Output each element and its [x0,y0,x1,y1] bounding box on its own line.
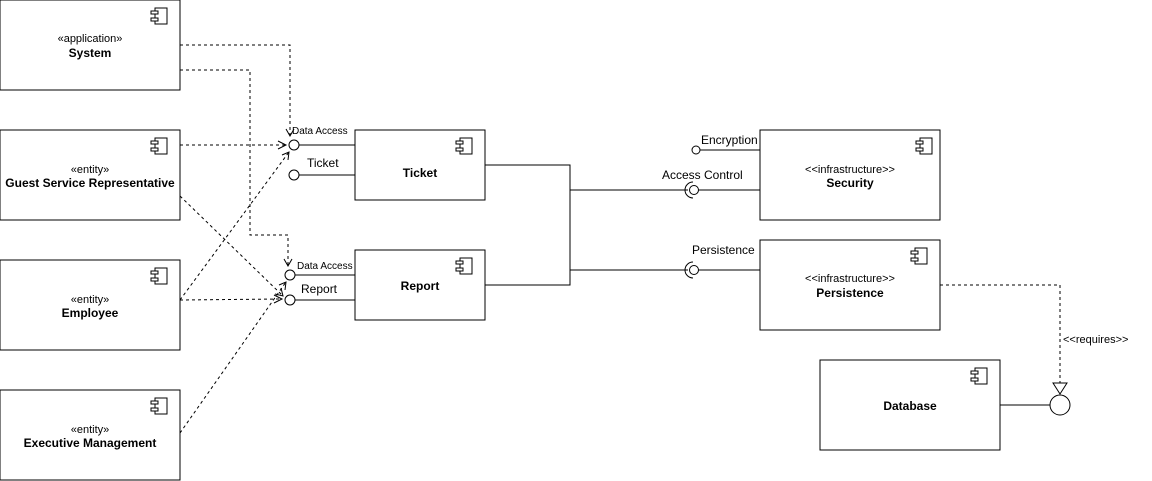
access-control-socket-icon [684,181,694,199]
ticket-ticket-interface-icon [288,169,300,181]
exec-to-report-data-access [179,281,287,434]
employee-to-report [179,298,282,301]
security-component[interactable]: <<infrastructure>> Security [759,129,941,221]
database-component[interactable]: Database [819,359,1001,451]
exec-stereotype: «entity» [71,424,110,436]
ticket-data-access-label: Data Access [292,126,348,137]
persistence-name: Persistence [816,286,884,300]
employee-name: Employee [62,306,119,320]
persistence-to-database-requires [940,284,1061,383]
encryption-label: Encryption [701,133,758,147]
requires-label: <<requires>> [1063,334,1128,346]
employee-component[interactable]: «entity» Employee [0,259,181,351]
exec-name: Executive Management [24,436,157,450]
persistence-port-label: Persistence [692,243,755,257]
employee-to-ticket-data-access [179,151,290,301]
report-name: Report [401,279,440,293]
database-name: Database [883,399,937,413]
encryption-interface-icon [691,145,701,155]
security-name: Security [826,176,874,190]
persistence-component[interactable]: <<infrastructure>> Persistence [759,239,941,331]
security-stereotype: <<infrastructure>> [805,164,895,176]
system-to-report-data-access [180,69,289,266]
ticket-component[interactable]: Ticket [354,129,486,201]
persistence-stereotype: <<infrastructure>> [805,273,895,285]
report-link [485,165,571,286]
gsr-stereotype: «entity» [71,164,110,176]
ticket-name: Ticket [403,166,437,180]
report-report-interface-icon [284,294,296,306]
system-name: System [69,46,112,60]
system-to-ticket-data-access [180,44,291,136]
access-control-label: Access Control [662,168,743,182]
report-data-access-interface-icon [284,269,296,281]
executive-management-component[interactable]: «entity» Executive Management [0,389,181,481]
report-component[interactable]: Report [354,249,486,321]
guest-service-representative-component[interactable]: «entity» Guest Service Representative [0,129,181,221]
ticket-data-access-interface-icon [288,139,300,151]
persistence-interface-icon [689,265,699,275]
ticket-ticket-label: Ticket [307,156,339,170]
system-component[interactable]: «application» System [0,0,181,91]
employee-stereotype: «entity» [71,294,110,306]
database-interface-icon [1049,394,1071,416]
access-control-interface-icon [689,185,699,195]
system-stereotype: «application» [58,33,123,45]
report-data-access-label: Data Access [297,261,353,272]
persistence-socket-icon [684,261,694,279]
gsr-name: Guest Service Representative [5,176,175,190]
gsr-to-report [179,195,284,297]
ticket-link [485,164,688,191]
report-report-label: Report [301,282,338,296]
